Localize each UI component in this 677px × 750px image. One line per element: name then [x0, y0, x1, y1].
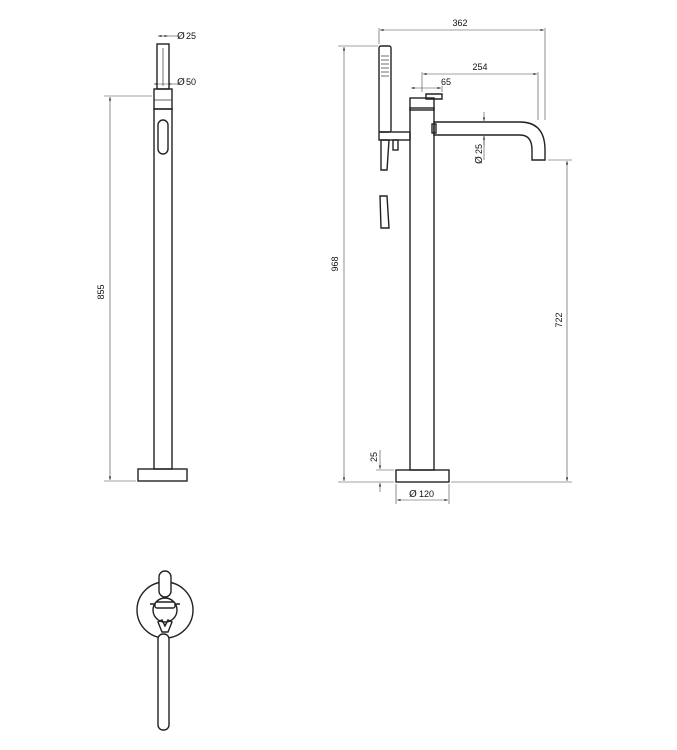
- top-column-circle: [152, 597, 178, 623]
- front-view: Ø 25 Ø 50 855: [96, 30, 196, 482]
- front-handshower-slot: [157, 119, 169, 155]
- top-mixer-cap: [154, 601, 176, 609]
- side-hose-upper: [380, 139, 390, 171]
- front-column: [153, 108, 173, 470]
- side-dia-symbol-spout: Ø: [473, 156, 485, 164]
- side-dim-total-height: 968: [330, 256, 340, 271]
- side-column: [409, 107, 435, 471]
- side-dim-lever-offset: 65: [441, 77, 451, 87]
- front-base: [137, 468, 188, 482]
- side-hose-lower: [379, 195, 390, 229]
- front-dim-dia-handshower: 25: [186, 31, 196, 41]
- side-dim-spout-dia: 25: [474, 144, 484, 154]
- front-dim-height: 855: [96, 284, 106, 299]
- front-mixer-body: [153, 88, 173, 110]
- side-lever: [425, 93, 443, 100]
- side-mixer-head: [409, 97, 435, 111]
- side-base: [395, 469, 450, 483]
- front-dim-dia-body: 50: [186, 77, 196, 87]
- front-dia-symbol-2: Ø: [177, 76, 185, 88]
- side-view: 362 254 65 Ø 25 968 722 25 Ø: [330, 18, 572, 504]
- side-dim-total-width: 362: [452, 18, 467, 28]
- side-holder-clip: [392, 139, 399, 151]
- side-holder: [378, 131, 411, 141]
- top-lever: [158, 570, 172, 598]
- side-dim-base-height: 25: [369, 452, 379, 462]
- top-handshower: [157, 633, 170, 731]
- top-holder-clip: [157, 619, 173, 633]
- side-spout-nut: [431, 123, 437, 134]
- side-dim-outlet-height: 722: [554, 312, 564, 327]
- side-dia-symbol-base: Ø: [409, 488, 417, 500]
- side-handshower: [378, 45, 392, 133]
- side-spout: [433, 121, 546, 161]
- side-dim-spout-reach: 254: [472, 62, 487, 72]
- front-dia-symbol-1: Ø: [177, 30, 185, 42]
- top-view: [136, 570, 194, 731]
- side-dim-base-dia: 120: [419, 489, 434, 499]
